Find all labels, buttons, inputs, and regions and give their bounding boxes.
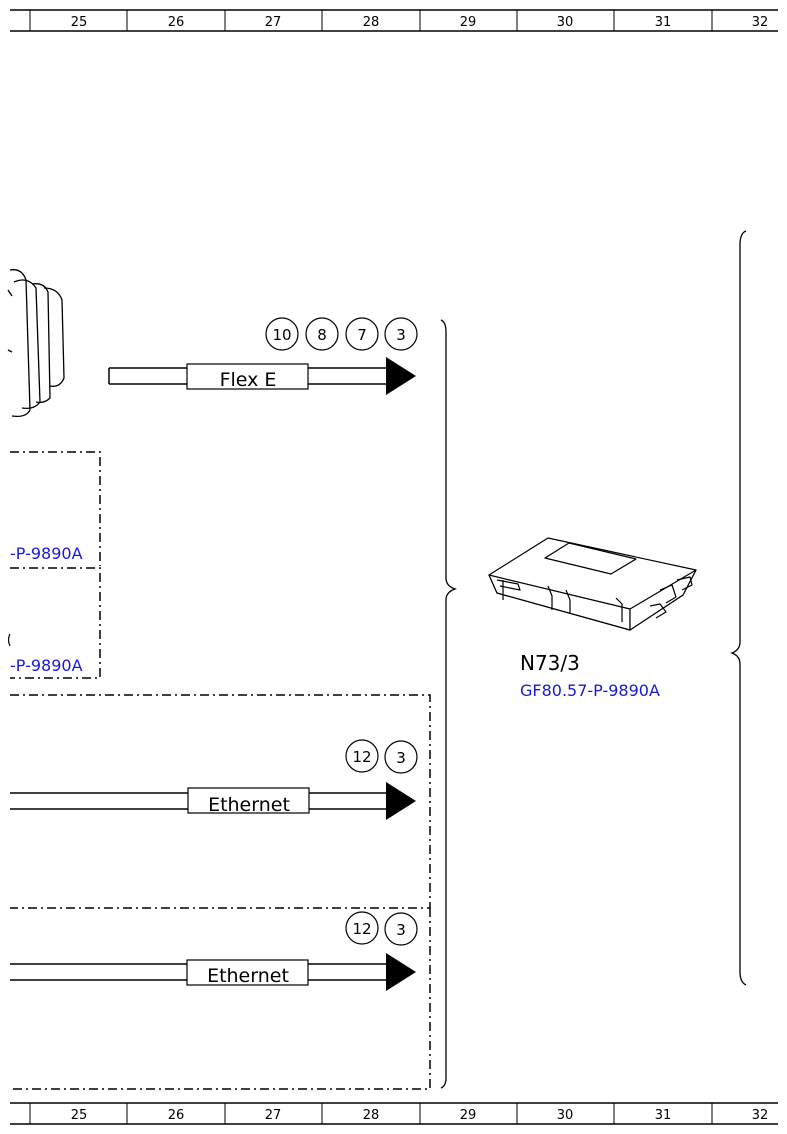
bus-ethernet-2[interactable]: Ethernet (10, 953, 416, 991)
cut-mark (7, 633, 11, 647)
bus-ethernet-1[interactable]: Ethernet (10, 782, 416, 820)
ethernet-2-markers: 12 3 (345, 911, 418, 946)
ruler-col-31: 31 (655, 1108, 672, 1123)
ruler-col-32: 32 (752, 1108, 769, 1123)
arrow-head-icon (386, 357, 416, 395)
marker-circle: 12 (352, 748, 371, 766)
marker-circle: 8 (317, 326, 327, 344)
marker-circle: 3 (396, 326, 406, 344)
ruler-col-32: 32 (752, 15, 769, 30)
ruler-col-27: 27 (265, 1108, 282, 1123)
marker-circle: 7 (357, 326, 367, 344)
marker-circle: 3 (396, 749, 406, 767)
ethernet-1-markers: 12 3 (345, 739, 418, 774)
inner-brace-icon (440, 319, 458, 1089)
marker-circle: 12 (352, 920, 371, 938)
arrow-head-icon (386, 953, 416, 991)
ruler-col-30: 30 (557, 1108, 574, 1123)
ruler-col-28: 28 (363, 15, 380, 30)
ruler-col-27: 27 (265, 15, 282, 30)
bus-label-box (186, 959, 309, 986)
left-ref-link-1[interactable]: -P-9890A (10, 544, 83, 563)
flex-e-markers: 10 8 7 3 (265, 317, 418, 351)
ruler-col-26: 26 (168, 1108, 185, 1123)
partial-component-drawing (7, 269, 65, 418)
ruler-col-31: 31 (655, 15, 672, 30)
left-frames (10, 451, 101, 679)
ruler-col-29: 29 (460, 1108, 477, 1123)
top-ruler: 25 26 27 28 29 30 31 32 (10, 9, 778, 32)
bus-flex-e[interactable]: Flex E (108, 357, 416, 395)
arrow-head-icon (386, 782, 416, 820)
ruler-col-26: 26 (168, 15, 185, 30)
outer-brace-icon (730, 230, 747, 986)
bus-label-box (187, 787, 310, 814)
ruler-col-28: 28 (363, 1108, 380, 1123)
bus-label: Ethernet (207, 965, 289, 987)
ruler-col-29: 29 (460, 15, 477, 30)
marker-circle: 3 (396, 921, 406, 939)
left-ref-link-2[interactable]: -P-9890A (10, 656, 83, 675)
ruler-col-25: 25 (71, 1108, 88, 1123)
marker-circle: 10 (272, 326, 291, 344)
component-id: N73/3 (520, 651, 580, 675)
bus-label: Flex E (220, 369, 277, 391)
component-ref-link[interactable]: GF80.57-P-9890A (520, 681, 660, 700)
ethernet-frames (10, 694, 431, 1090)
bottom-ruler: 25 26 27 28 29 30 31 32 (10, 1102, 778, 1125)
ruler-col-25: 25 (71, 15, 88, 30)
bus-label-box (186, 363, 309, 390)
bus-label: Ethernet (208, 794, 290, 816)
ruler-col-30: 30 (557, 15, 574, 30)
control-unit-drawing[interactable] (488, 537, 697, 631)
